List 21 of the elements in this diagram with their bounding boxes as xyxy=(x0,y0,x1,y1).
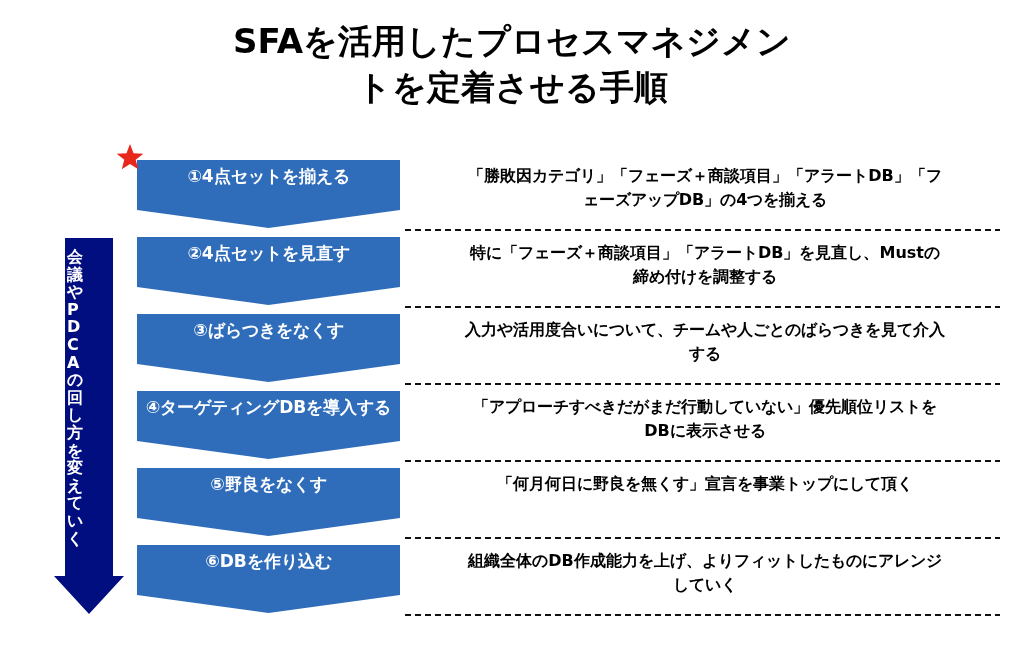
step-description: 「何月何日に野良を無くす」宣言を事業トップにして頂く xyxy=(496,473,914,495)
step-title: ④ターゲティングDBを導入する xyxy=(144,397,393,418)
step-banner xyxy=(137,160,400,228)
step-banner xyxy=(137,391,400,459)
step-banner xyxy=(137,545,400,613)
title: SFAを活用したプロセスマネジメントを定着させる手順 xyxy=(232,20,792,109)
step-banner xyxy=(137,468,400,536)
step-title: ①4点セットを揃える xyxy=(186,166,351,187)
step-description: 「勝敗因カテゴリ」「フェーズ＋商談項目」「アラートDB」「フェーズアップDB」の4つを揃える xyxy=(467,165,943,211)
step-banner xyxy=(137,314,400,382)
step-description: 組織全体のDB作成能力を上げ、よりフィットしたものにアレンジしていく xyxy=(466,550,943,596)
step-title: ③ばらつきをなくす xyxy=(192,320,345,341)
step-banner xyxy=(137,237,400,305)
step-description: 入力や活用度合いについて、チームや人ごとのばらつきを見て介入する xyxy=(464,319,946,365)
step-title: ⑥DBを作り込む xyxy=(204,551,333,572)
step-description: 「アプローチすべきだがまだ行動していない」優先順位リストをDBに表示させる xyxy=(472,396,938,442)
step-title: ②4点セットを見直す xyxy=(186,243,351,264)
step-title: ⑤野良をなくす xyxy=(209,474,328,495)
step-description: 特に「フェーズ＋商談項目」「アラートDB」を見直し、Mustの締め付けを調整する xyxy=(469,242,941,288)
down-arrow-banner xyxy=(54,238,124,614)
vertical-label: 会議やPDCAの回し方を変えていく xyxy=(67,248,83,548)
